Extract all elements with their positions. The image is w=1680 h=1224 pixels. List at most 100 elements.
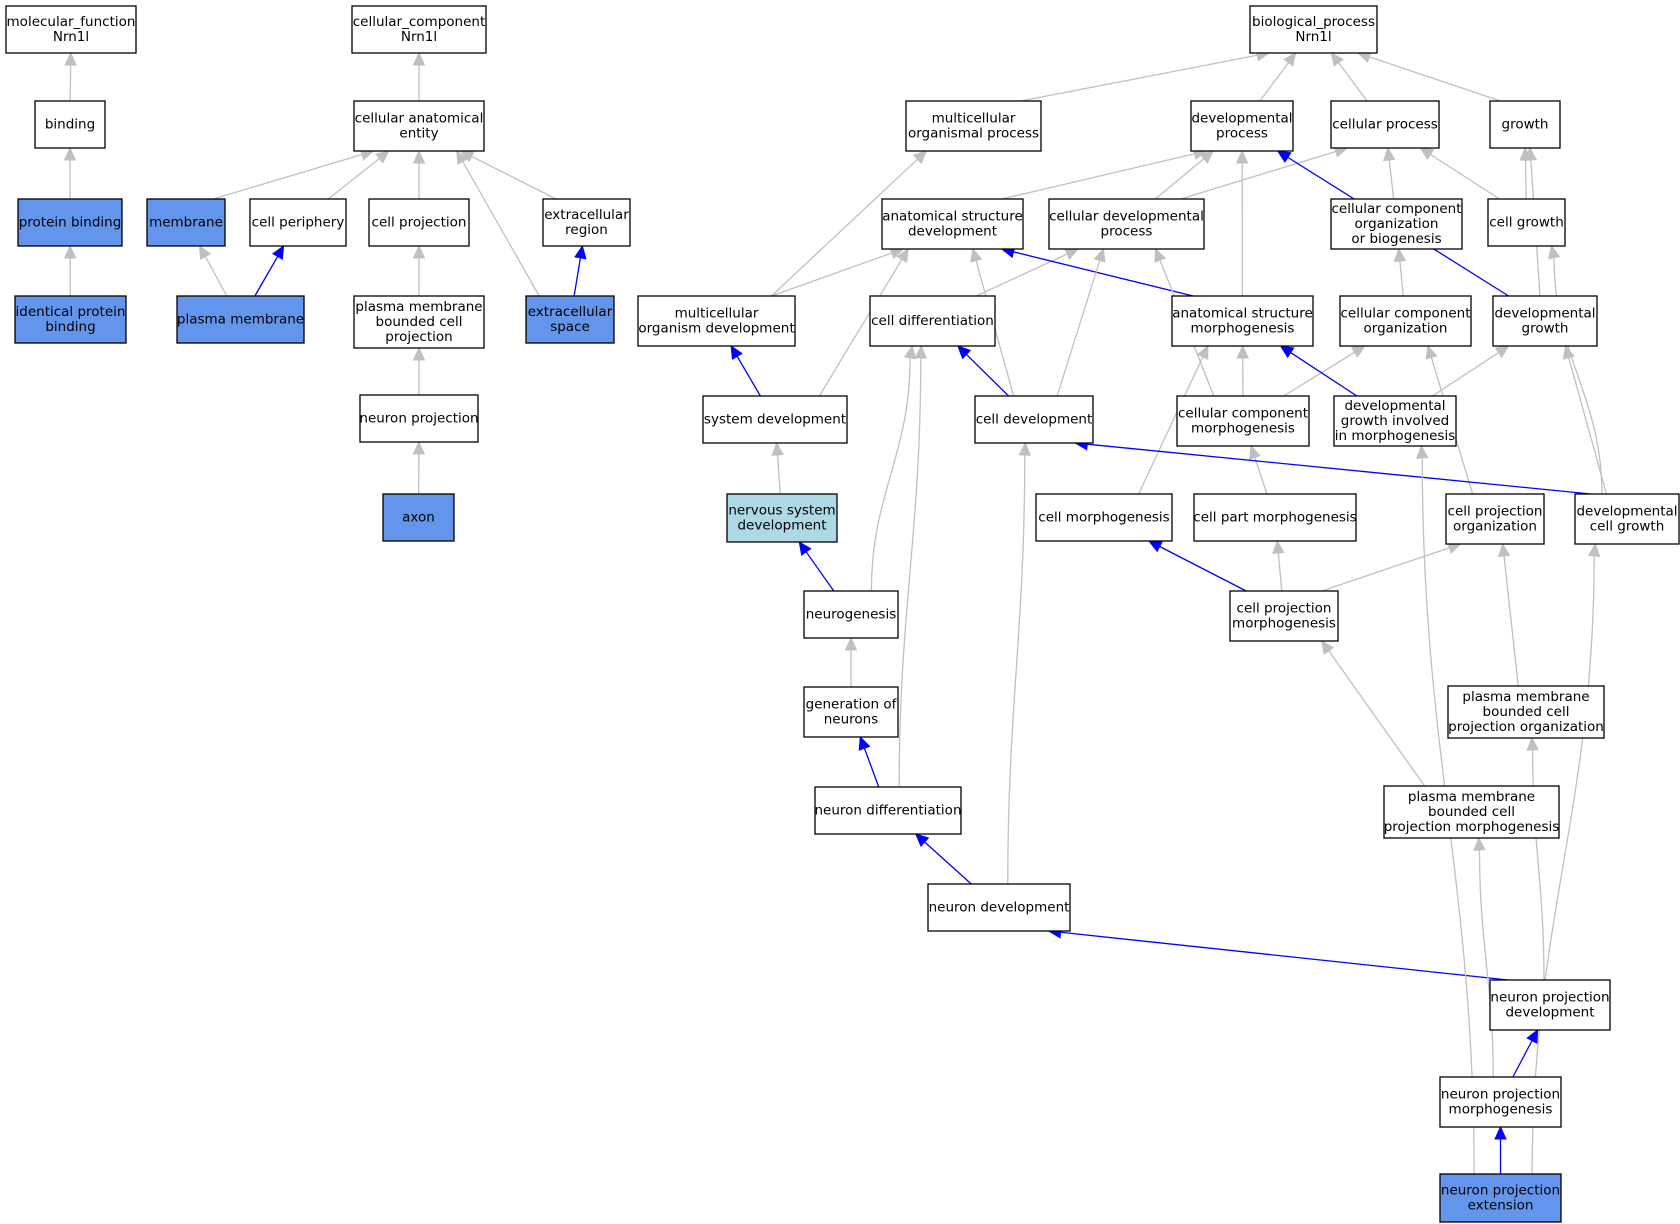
node-box [974,395,1094,444]
node-label: cell part morphogenesis [1193,510,1356,526]
node-box [726,493,838,543]
node-label: axon [402,510,435,526]
node-label: cellular anatomical [355,111,484,127]
edge-line [1321,547,1450,592]
node-label: cell growth [1489,215,1564,231]
edge-generation-of-neurons-to-neurogenesis [844,636,858,687]
edge-line [1060,931,1509,981]
node-neuron-projection: neuron projection [359,394,479,443]
edge-cell-differentiation-to-cellular-developmental-process [975,248,1080,297]
node-label: extracellular [544,207,629,223]
node-label: space [550,319,590,335]
node-cell-projection: cell projection [368,198,470,247]
edge-anatomical-structure-development-to-developmental-process [1001,147,1208,200]
node-label: cell periphery [252,215,345,231]
edge-neurogenesis-to-nervous-system-development [798,541,835,592]
edge-line [1283,351,1356,397]
node-label: Nrn1l [401,29,437,45]
node-label: cell projection [1237,601,1332,617]
node-label: projection [385,329,452,345]
edge-arrowhead [1064,248,1080,260]
edge-line [1430,153,1500,200]
node-label: binding [45,319,95,335]
edge-arrowhead [798,541,812,556]
node-label: process [1101,224,1153,240]
node-label: region [565,222,608,238]
edge-line [1290,352,1358,397]
edge-arrowhead [1350,345,1366,358]
node-box [1193,493,1357,542]
edge-arrowhead [574,244,587,260]
node-label: system development [704,412,846,428]
node-box [1439,1076,1562,1128]
edge-arrowhead [1235,149,1249,164]
node-label: cellular component [1340,306,1470,322]
node-box [1333,395,1457,447]
node-box [14,295,127,344]
edge-arrowhead [63,146,77,161]
node-box [146,198,226,247]
edge-cell-morphogenesis-to-anatomical-structure-morphogenesis [1138,344,1209,495]
node-label: cell differentiation [871,313,994,329]
edge-arrowhead [1494,345,1510,359]
node-cell-part-morphogenesis: cell part morphogenesis [1193,493,1357,542]
edge-line [1259,62,1289,102]
edge-arrowhead [63,244,77,259]
edge-dev-growth-morphogenesis-to-developmental-growth [1432,345,1510,397]
edge-line [1154,158,1205,200]
edge-line [462,161,540,297]
node-box [353,295,485,349]
edge-arrowhead [1279,345,1295,359]
edge-line [1531,555,1595,1175]
edge-growth-to-bp [1356,51,1501,102]
edge-cell-projection-to-cae [412,149,426,199]
edge-line [776,454,781,495]
edge-arrowhead [1425,344,1438,360]
edge-arrowhead [1147,540,1163,553]
edge-arrowhead [1283,52,1297,67]
node-label: developmental [1344,398,1445,414]
node-box [803,590,899,639]
node-label: cellular process [1332,117,1438,133]
node-growth: growth [1489,100,1561,149]
edge-arrowhead [957,345,972,360]
edge-cell-periphery-to-cae [327,150,390,200]
edge-line [863,748,880,788]
node-box [359,394,479,443]
node-box [5,5,137,54]
edge-arrowhead [1321,640,1335,655]
edge-line [1432,352,1499,397]
node-label: bounded cell [376,314,463,330]
node-label: projection morphogenesis [1384,819,1560,835]
edge-protein-binding-to-binding [63,146,77,199]
node-label: growth [1502,117,1549,133]
node-box [869,295,996,347]
node-box [176,295,305,344]
edge-arrowhead [1526,1028,1539,1044]
node-label: neuron differentiation [815,803,962,819]
node-protein-binding: protein binding [17,198,123,247]
edge-multicellular-organismal-process-to-bp [1020,49,1271,102]
edge-system-development-to-multicellular-organism-development [730,344,761,397]
edge-neurogenesis-to-cell-differentiation [870,344,917,592]
node-label: cell development [976,412,1093,428]
edge-arrowhead [1526,736,1539,751]
node-label: multicellular [675,306,759,322]
node-box [1330,100,1440,149]
edge-arrowhead [1494,1125,1507,1140]
edge-line [771,252,893,297]
edge-neuron-projection-development-to-neuron-development [1047,926,1509,981]
edge-line [1478,849,1494,1078]
edge-arrowhead [903,344,917,360]
edge-arrowhead [1330,52,1344,67]
edge-arrowhead [1416,444,1429,459]
